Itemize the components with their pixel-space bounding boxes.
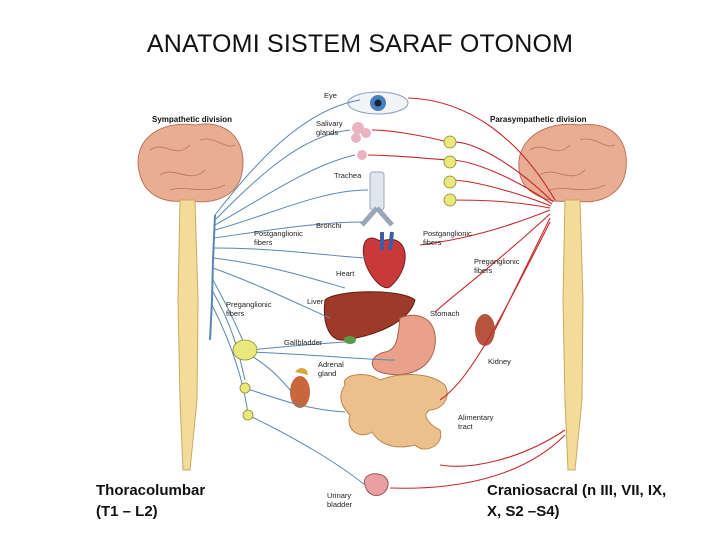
caption-craniosacral: Craniosacral (n III, VII, IX, X, S2 –S4) (487, 480, 717, 522)
adrenal-label-2: gland (318, 369, 336, 378)
trachea-label: Trachea (334, 171, 362, 180)
parasympathetic-division-label: Parasympathetic division (490, 115, 587, 124)
salivary-glands-organ (351, 122, 371, 160)
heart-label: Heart (336, 269, 355, 278)
urinary-label-2: bladder (327, 500, 353, 509)
liver-organ (323, 291, 416, 341)
parasympathetic-ganglia (443, 135, 457, 207)
left-brain (137, 123, 244, 203)
stomach-label: Stomach (430, 309, 460, 318)
right-brain (518, 123, 627, 203)
kidney-label: Kidney (488, 357, 511, 366)
sympathetic-ganglia (232, 339, 258, 421)
gallbladder-organ (344, 336, 356, 344)
alimentary-label-2: tract (458, 422, 474, 431)
liver-label: Liver (307, 297, 324, 306)
caption-left-line-2: (T1 – L2) (96, 503, 158, 520)
postganglionic-right-label-2: fibers (423, 238, 442, 247)
salivary-label-1: Salivary (316, 119, 343, 128)
sympathetic-division-label: Sympathetic division (152, 115, 232, 124)
urinary-label-1: Urinary (327, 491, 351, 500)
adrenal-label-1: Adrenal (318, 360, 344, 369)
slide-title: ANATOMI SISTEM SARAF OTONOM (146, 30, 574, 58)
caption-left-line-1: Thoracolumbar (96, 482, 206, 499)
preganglionic-right-label-1: Preganglionic (474, 257, 520, 266)
eye-organ (347, 91, 409, 115)
postganglionic-left-label-1: Postganglionic (254, 229, 303, 238)
sympathetic-chain (209, 214, 216, 341)
caption-thoracolumbar: Thoracolumbar (T1 – L2) (96, 480, 296, 522)
heart-organ (362, 231, 406, 289)
salivary-label-2: glands (316, 128, 338, 137)
urinary-bladder-organ (364, 473, 389, 496)
gallbladder-label: Gallbladder (284, 338, 323, 347)
postganglionic-left-label-2: fibers (254, 238, 273, 247)
caption-right-line-2: X, S2 –S4) (487, 503, 560, 520)
parasympathetic-nerves (367, 97, 566, 489)
left-spinal-cord (177, 199, 199, 471)
bronchi-label: Bronchi (316, 221, 342, 230)
preganglionic-left-label-2: fibers (226, 309, 245, 318)
preganglionic-right-label-2: fibers (474, 266, 493, 275)
postganglionic-right-label-1: Postganglionic (423, 229, 472, 238)
alimentary-tract-organ (340, 374, 448, 450)
eye-label: Eye (324, 91, 337, 100)
preganglionic-left-label-1: Preganglionic (226, 300, 272, 309)
caption-right-line-1: Craniosacral (n III, VII, IX, (487, 482, 667, 499)
kidney-organ-right (475, 314, 495, 346)
trachea-organ (360, 171, 394, 227)
adrenal-kidney-left (290, 368, 310, 408)
alimentary-label-1: Alimentary (458, 413, 494, 422)
right-spinal-cord (562, 199, 584, 471)
